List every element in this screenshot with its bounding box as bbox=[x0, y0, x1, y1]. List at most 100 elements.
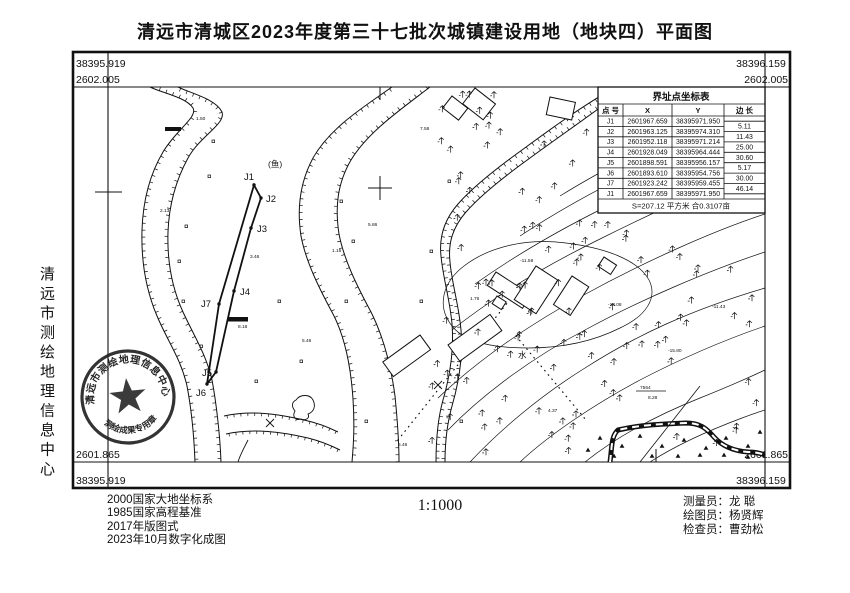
grass-symbol bbox=[535, 196, 542, 204]
cell-y: 38395956.157 bbox=[676, 160, 720, 167]
grass-symbol bbox=[516, 282, 523, 290]
grass-symbol bbox=[475, 106, 483, 114]
col-header-length: 边 长 bbox=[735, 105, 754, 115]
point-symbol bbox=[207, 174, 211, 178]
point-symbol bbox=[429, 249, 433, 253]
spot-elevation-label: 1.15 bbox=[332, 248, 342, 254]
boundary-point-label: J5 bbox=[202, 368, 212, 379]
map-content: 1.508.182.133.465.461.155.867.58-11.58-1… bbox=[141, 87, 765, 462]
grass-symbol bbox=[564, 446, 572, 454]
dryland-symbol bbox=[757, 429, 763, 434]
cell-x: 2601967.659 bbox=[627, 191, 667, 198]
cell-point: J7 bbox=[607, 181, 614, 188]
grass-symbol bbox=[730, 312, 738, 320]
cell-point: J6 bbox=[607, 170, 614, 177]
spot-elevation-label: 8.18 bbox=[238, 324, 248, 330]
grass-symbol bbox=[498, 290, 505, 298]
corner-tr-x: 38396.159 bbox=[736, 58, 786, 70]
point-symbol bbox=[339, 199, 343, 203]
grass-symbol bbox=[692, 270, 700, 278]
point-symbol bbox=[351, 239, 355, 243]
credit-line: 测量员：龙 聪 bbox=[683, 496, 756, 508]
hachure-ticks bbox=[141, 87, 199, 460]
stamp-inner-text: 测绘成果专用章 bbox=[102, 412, 160, 438]
corner-tr-y: 2602.005 bbox=[744, 74, 788, 86]
path-middle-east bbox=[336, 87, 431, 462]
grass-symbol bbox=[732, 422, 740, 430]
grass-symbol bbox=[654, 321, 662, 329]
spot-elevation-label: -11.58 bbox=[520, 258, 534, 264]
grass-symbol bbox=[622, 342, 630, 350]
grass-symbol bbox=[732, 426, 739, 434]
parcel-boundary: J1 J2 J3 J4 J5 J6 J7 bbox=[196, 172, 276, 399]
spot-elevation-label: -11.43 bbox=[712, 304, 726, 310]
grass-symbol bbox=[446, 413, 453, 421]
stamp-star bbox=[109, 378, 146, 414]
cell-y: 38395971.950 bbox=[676, 119, 720, 126]
grass-symbol bbox=[572, 410, 579, 418]
spot-elevation-label: -13.08 bbox=[608, 302, 622, 308]
cell-length: 46.14 bbox=[736, 186, 753, 193]
spot-elevation-label: -15.80 bbox=[668, 348, 682, 354]
grass-symbol bbox=[433, 359, 441, 367]
dryland-symbol bbox=[675, 453, 681, 458]
cell-y: 38395974.310 bbox=[676, 129, 720, 136]
dryland-symbol bbox=[703, 445, 709, 450]
cell-y: 38395954.756 bbox=[676, 170, 720, 177]
dark-road bbox=[607, 385, 765, 462]
vegetation-symbols bbox=[428, 90, 760, 456]
cell-length: 5.11 bbox=[738, 124, 751, 131]
cell-length: 11.43 bbox=[736, 134, 753, 141]
dryland-symbol bbox=[697, 452, 703, 457]
cell-length: 30.00 bbox=[736, 176, 753, 183]
grass-symbol bbox=[745, 320, 753, 328]
point-symbol bbox=[419, 299, 423, 303]
grass-symbol bbox=[595, 263, 603, 271]
water-label: 水 bbox=[518, 350, 527, 360]
grass-symbol bbox=[501, 394, 508, 402]
grass-symbol bbox=[564, 434, 571, 442]
grass-symbol bbox=[638, 340, 645, 348]
col-header-y: Y bbox=[695, 106, 700, 115]
square-point-symbols bbox=[177, 139, 463, 423]
cell-x: 2601963.125 bbox=[627, 129, 667, 136]
note-line: 2017年版图式 bbox=[107, 520, 179, 533]
grass-symbol bbox=[668, 245, 676, 253]
pond-outline bbox=[292, 395, 315, 421]
grass-symbol bbox=[496, 128, 503, 136]
boundary-point-label: J2 bbox=[266, 194, 276, 205]
grass-symbol bbox=[483, 141, 491, 149]
grass-symbol bbox=[485, 121, 492, 129]
grass-symbol bbox=[428, 436, 435, 444]
grass-symbol bbox=[520, 225, 527, 233]
corner-br-x: 38396.159 bbox=[736, 475, 786, 487]
agency-vertical-label: 清远市测绘地理信息中心 bbox=[38, 266, 55, 481]
grass-symbol bbox=[712, 438, 720, 446]
dryland-symbol bbox=[659, 443, 665, 448]
spot-elevation-label: 1.50 bbox=[196, 116, 206, 122]
grass-symbol bbox=[535, 407, 542, 415]
grass-symbol bbox=[615, 394, 623, 402]
grass-symbol bbox=[474, 328, 481, 336]
grass-symbol bbox=[587, 351, 595, 359]
grass-symbol bbox=[446, 145, 454, 153]
point-symbol bbox=[177, 259, 181, 263]
grass-symbol bbox=[590, 220, 598, 228]
grass-symbol bbox=[575, 219, 583, 227]
cell-x: 2601923.242 bbox=[627, 181, 667, 188]
grass-symbol bbox=[752, 399, 760, 407]
grass-symbol bbox=[453, 373, 461, 381]
dryland-symbol bbox=[745, 454, 751, 459]
grass-symbol bbox=[653, 340, 661, 348]
official-stamp: 清远市测绘地理信息中心 测绘成果专用章 bbox=[79, 348, 176, 445]
grass-symbol bbox=[482, 448, 489, 456]
grass-symbol bbox=[490, 91, 497, 99]
grass-symbol bbox=[458, 90, 466, 98]
spot-elevation-label: 5.46 bbox=[302, 338, 312, 344]
boundary-point-label: J1 bbox=[244, 172, 254, 183]
grass-symbol bbox=[486, 111, 494, 119]
cell-point: J2 bbox=[607, 129, 614, 136]
hachure-ticks bbox=[333, 87, 428, 462]
channel-right-edge bbox=[167, 87, 223, 462]
